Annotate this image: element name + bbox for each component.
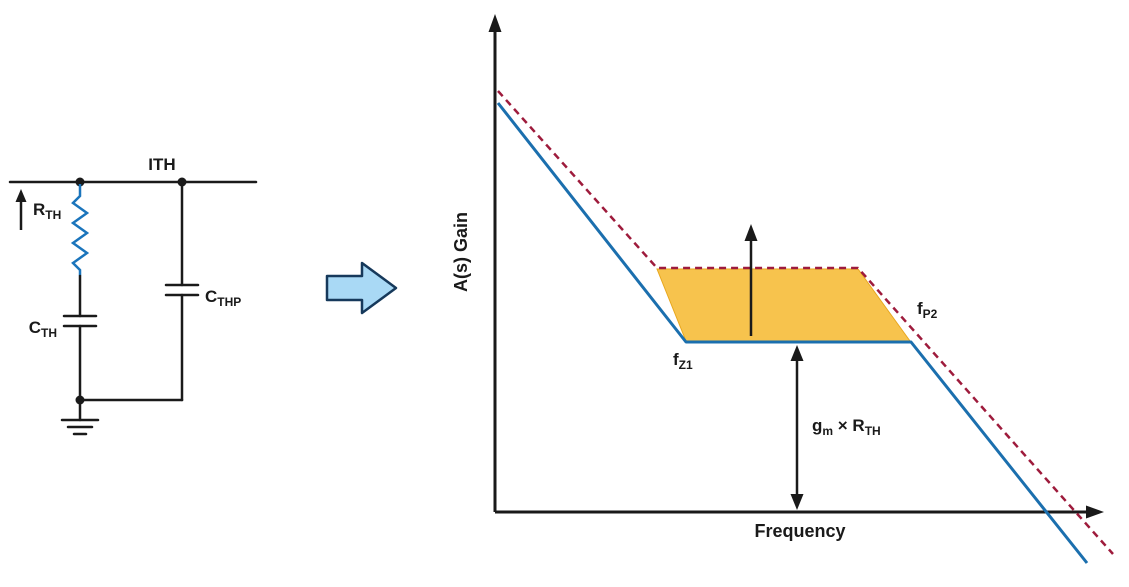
ith-text: ITH xyxy=(148,155,175,174)
measure-arrow-top-head-icon xyxy=(790,345,804,361)
gain-increase-region xyxy=(656,268,911,342)
gain-plot: A(s) Gain Frequency fZ1 fP2 gm × RTH xyxy=(451,14,1114,564)
rth-resistor-symbol xyxy=(70,184,90,276)
node-dot-left xyxy=(75,177,85,187)
gm-rth-measure-arrow xyxy=(790,345,804,510)
cthp-label: CTHP xyxy=(205,287,241,309)
compensation-circuit: ITH RTH CTH CTHP xyxy=(8,155,258,436)
rth-label: RTH xyxy=(33,200,61,222)
y-axis-label: A(s) Gain xyxy=(451,212,471,292)
gain-shift-up-arrow-head-icon xyxy=(744,224,758,241)
fz1-label: fZ1 xyxy=(673,350,693,372)
rth-increase-arrow-head-icon xyxy=(15,189,27,202)
x-axis-label: Frequency xyxy=(754,521,845,541)
ground-icon xyxy=(60,398,100,436)
x-axis-arrow-icon xyxy=(1086,505,1104,519)
gm-rth-label: gm × RTH xyxy=(812,416,881,438)
gain-curve-dashed xyxy=(497,90,1114,555)
ith-node-label: ITH xyxy=(148,155,175,174)
measure-arrow-bottom-head-icon xyxy=(790,494,804,510)
transform-right-arrow-icon xyxy=(325,261,398,315)
fp2-label: fP2 xyxy=(917,299,938,321)
y-axis-arrow-icon xyxy=(488,14,502,32)
gain-curve-solid xyxy=(496,102,1089,564)
cth-label: CTH xyxy=(29,318,57,340)
